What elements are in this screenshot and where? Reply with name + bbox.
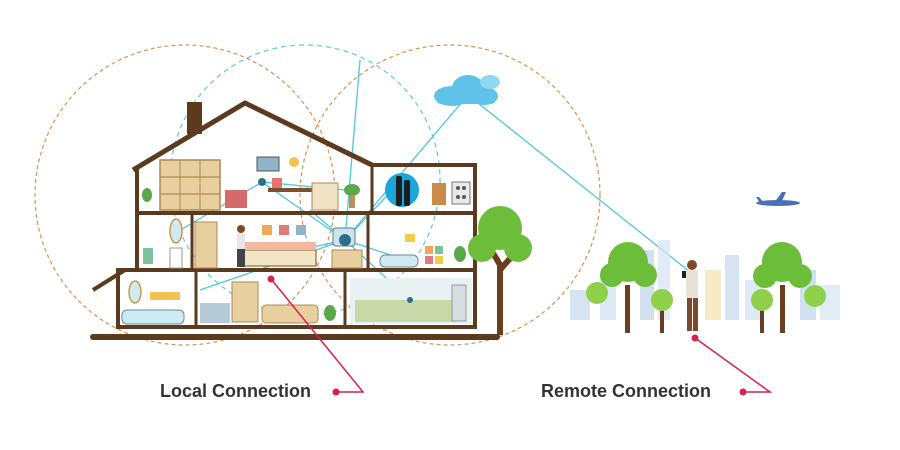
smartphone-icon	[682, 271, 686, 278]
pointer-remote	[691, 334, 773, 396]
shelf-grid	[425, 246, 443, 264]
ground-floor-rooms	[121, 278, 472, 325]
router-icon	[258, 178, 266, 186]
remote-user	[682, 260, 698, 331]
range-circle-right	[299, 44, 601, 346]
tree	[468, 206, 532, 335]
cloud-icon	[434, 75, 500, 106]
park-trees	[586, 242, 826, 333]
attic-room	[142, 156, 360, 211]
airplane-icon	[756, 192, 800, 206]
middle-floor-rooms	[143, 218, 466, 269]
pointer-local	[267, 275, 365, 396]
local-connection-label: Local Connection	[160, 381, 312, 401]
house	[90, 100, 500, 340]
remote-connection-label: Remote Connection	[541, 381, 712, 401]
router-icon	[339, 234, 351, 246]
person-figure	[237, 225, 245, 267]
chimney	[187, 102, 202, 134]
media-room	[385, 173, 471, 207]
